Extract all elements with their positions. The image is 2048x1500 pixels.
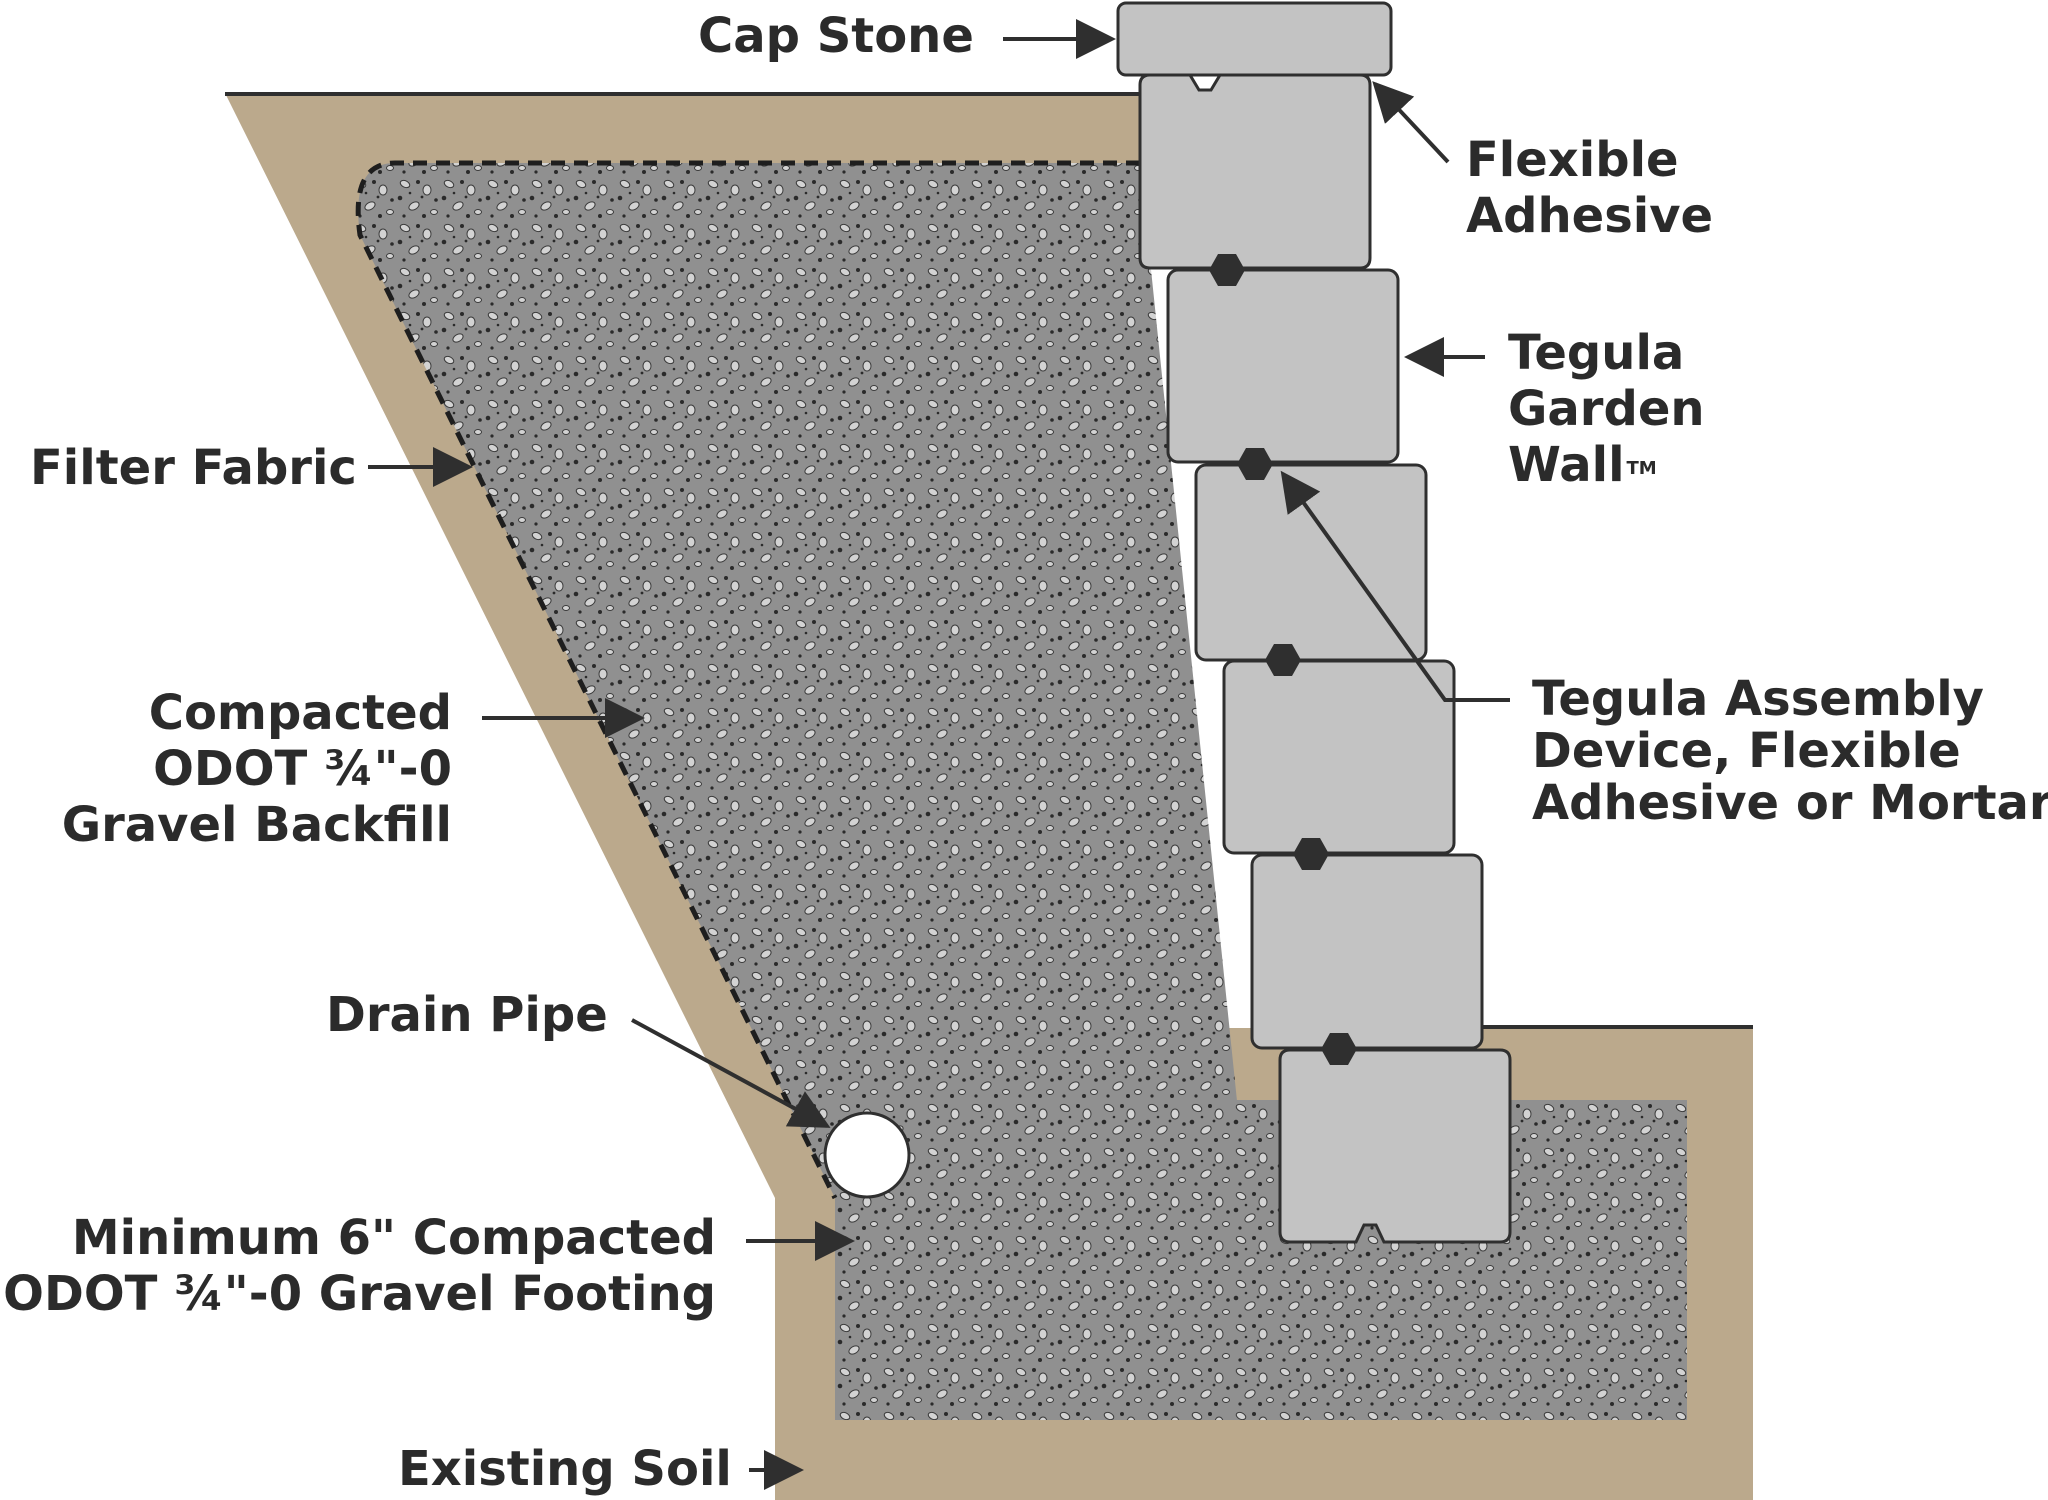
label-line: Drain Pipe: [326, 987, 608, 1043]
label-gravel-footing: Minimum 6" Compacted ODOT ¾"-0 Gravel Fo…: [3, 1210, 716, 1322]
wall-block-1: [1138, 73, 1372, 270]
label-line: Existing Soil: [398, 1441, 732, 1497]
gravel-footing: [835, 1100, 1687, 1420]
label-line: Gravel Backfill: [61, 797, 452, 853]
trademark-symbol: TM: [1626, 458, 1657, 479]
hexagon-icon: [1265, 644, 1301, 676]
label-text: Wall: [1508, 437, 1625, 493]
label-flexible-adhesive: Flexible Adhesive: [1466, 132, 1713, 244]
hexagon-icon: [1209, 254, 1245, 286]
drain-pipe: [823, 1111, 911, 1199]
label-line: Tegula: [1508, 325, 1685, 381]
leader-arrows: [368, 19, 1510, 1490]
hexagon-icon: [1293, 838, 1329, 870]
label-drain-pipe: Drain Pipe: [326, 987, 608, 1043]
hexagon-icon: [1321, 1033, 1357, 1065]
arrow-icon: [1280, 470, 1510, 702]
label-filter-fabric: Filter Fabric: [30, 440, 357, 496]
label-line: Device, Flexible: [1532, 723, 1961, 779]
label-assembly-device: Tegula Assembly Device, Flexible Adhesiv…: [1532, 673, 2048, 829]
label-line: Flexible: [1466, 132, 1679, 188]
label-cap-stone: Cap Stone: [698, 8, 974, 64]
hexagon-icon: [1237, 448, 1273, 480]
label-line: Garden: [1508, 381, 1705, 437]
label-line: Filter Fabric: [30, 440, 357, 496]
label-line: Compacted: [148, 685, 452, 741]
label-gravel-backfill: Compacted ODOT ¾"-0 Gravel Backfill: [62, 685, 452, 853]
label-line: Minimum 6" Compacted: [71, 1210, 716, 1266]
arrow-icon: [1372, 81, 1450, 164]
cap-stone: [1116, 1, 1393, 77]
wall-block-3: [1194, 463, 1428, 662]
label-line: Tegula Assembly: [1532, 671, 1984, 727]
tegula-garden-wall: [1116, 1, 1512, 1244]
arrow-icon: [631, 1018, 831, 1128]
label-line: ODOT ¾"-0: [153, 741, 452, 797]
wall-block-4: [1222, 659, 1456, 855]
wall-block-2: [1166, 268, 1400, 464]
label-line: Cap Stone: [698, 8, 974, 64]
label-line: ODOT ¾"-0 Gravel Footing: [3, 1266, 716, 1322]
label-existing-soil: Existing Soil: [398, 1441, 732, 1497]
assembly-devices: [1209, 254, 1357, 1065]
filter-fabric-line: [355, 160, 1140, 1200]
label-line: Adhesive or Mortar: [1532, 775, 2048, 831]
label-line: Adhesive: [1466, 188, 1714, 244]
wall-block-5: [1250, 853, 1484, 1050]
wall-block-6: [1278, 1048, 1512, 1244]
